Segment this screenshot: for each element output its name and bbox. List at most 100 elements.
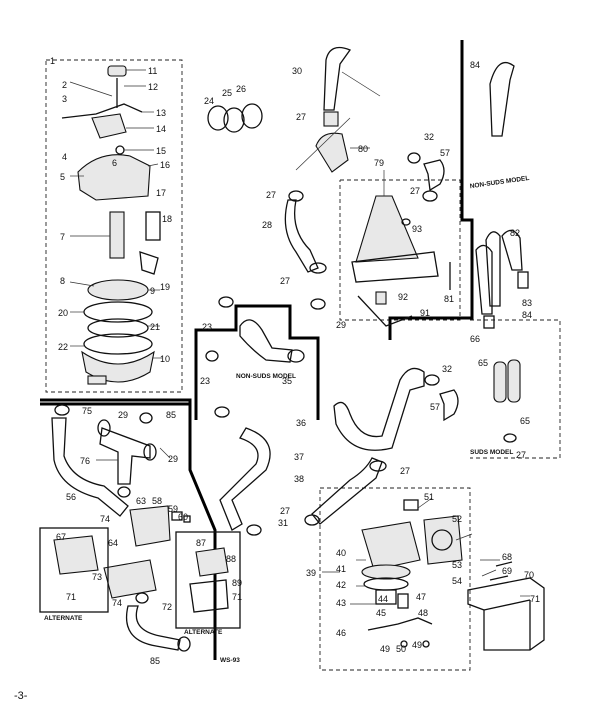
separator-right xyxy=(388,40,474,340)
hose-56 xyxy=(51,417,129,517)
callout-72: 72 xyxy=(162,602,172,612)
separator-middle xyxy=(194,304,320,420)
callout-30: 30 xyxy=(292,66,302,76)
leader-lines xyxy=(69,69,530,605)
callout-36: 36 xyxy=(296,418,306,428)
callout-42: 42 xyxy=(336,580,346,590)
callout-26: 26 xyxy=(236,84,246,94)
bracket-70 xyxy=(467,577,545,651)
elbow-57-upper xyxy=(423,159,445,192)
ring-22 xyxy=(83,333,153,355)
pump-body-40 xyxy=(361,521,421,571)
callout-4: 4 xyxy=(62,152,67,162)
hose-35 xyxy=(239,319,293,363)
hose-38 xyxy=(311,457,383,525)
diagram-code: WS-93 xyxy=(220,657,240,664)
callout-10: 10 xyxy=(160,354,170,364)
callout-74-a: 74 xyxy=(100,514,110,524)
callout-29-c: 29 xyxy=(168,454,178,464)
callout-12: 12 xyxy=(148,82,158,92)
alternate-label-right: ALTERNATE xyxy=(184,629,223,636)
callout-46: 46 xyxy=(336,628,346,638)
callout-76: 76 xyxy=(80,456,90,466)
callout-27-b: 27 xyxy=(266,190,276,200)
callout-19: 19 xyxy=(160,282,170,292)
callout-27-g: 27 xyxy=(516,450,526,460)
callout-48: 48 xyxy=(418,608,428,618)
hose-37 xyxy=(219,427,271,531)
callout-87: 87 xyxy=(196,538,206,548)
impeller-41 xyxy=(361,564,411,580)
page-number: -3- xyxy=(14,690,28,702)
callout-58: 58 xyxy=(152,496,162,506)
callout-6: 6 xyxy=(112,158,117,168)
callout-85-a: 85 xyxy=(166,410,176,420)
callout-82: 82 xyxy=(510,228,520,238)
callout-31: 31 xyxy=(278,518,288,528)
callout-89: 89 xyxy=(232,578,242,588)
callout-27-d: 27 xyxy=(280,276,290,286)
callout-39: 39 xyxy=(306,568,316,578)
callout-3: 3 xyxy=(62,94,67,104)
hose-85-lower xyxy=(126,605,181,651)
callout-71-c: 71 xyxy=(530,594,540,604)
hose-82 xyxy=(485,231,501,307)
pump-outline xyxy=(319,487,471,671)
callout-70: 70 xyxy=(524,570,534,580)
lever-46 xyxy=(367,617,433,631)
bracket-14 xyxy=(91,113,127,139)
callout-11: 11 xyxy=(148,66,157,76)
callout-23-b: 23 xyxy=(200,376,210,386)
non-suds-model-note-top: NON-SUDS MODEL xyxy=(469,175,529,190)
callout-32-a: 32 xyxy=(424,132,434,142)
tub-outlet xyxy=(310,195,451,327)
callout-16: 16 xyxy=(160,160,170,170)
alternate-box-left xyxy=(39,527,109,613)
callout-44: 44 xyxy=(378,594,388,604)
transmission-assembly xyxy=(61,65,161,385)
callout-74-b: 74 xyxy=(112,598,122,608)
callout-24: 24 xyxy=(204,96,214,106)
callout-45: 45 xyxy=(376,608,386,618)
callout-43: 43 xyxy=(336,598,346,608)
callout-7: 7 xyxy=(60,232,65,242)
suds-tank-outline xyxy=(470,319,561,459)
callout-13: 13 xyxy=(156,108,166,118)
hose-36 xyxy=(333,367,425,451)
callout-63: 63 xyxy=(136,496,146,506)
tank-65-right xyxy=(507,359,521,403)
callout-21: 21 xyxy=(150,322,160,332)
callout-65-b: 65 xyxy=(520,416,530,426)
callout-84-b: 84 xyxy=(522,310,532,320)
callout-53: 53 xyxy=(452,560,462,570)
callout-29-b: 29 xyxy=(118,410,128,420)
callout-85-b: 85 xyxy=(150,656,160,666)
elbow-57-lower xyxy=(439,389,459,422)
callout-29-a: 29 xyxy=(336,320,346,330)
callout-66: 66 xyxy=(470,334,480,344)
callout-57-a: 57 xyxy=(440,148,450,158)
callout-27-e: 27 xyxy=(400,466,410,476)
callout-83: 83 xyxy=(522,298,532,308)
callout-23-a: 23 xyxy=(202,322,212,332)
callout-81: 81 xyxy=(444,294,454,304)
callout-40: 40 xyxy=(336,548,346,558)
shaft-7 xyxy=(109,211,125,259)
callout-56: 56 xyxy=(66,492,76,502)
tee-76 xyxy=(99,427,151,485)
hose-30 xyxy=(323,46,352,111)
callout-73: 73 xyxy=(92,572,102,582)
callout-2: 2 xyxy=(62,80,67,90)
callout-69: 69 xyxy=(502,566,512,576)
lever-3 xyxy=(61,103,143,119)
callout-71-a: 71 xyxy=(66,592,76,602)
callout-54: 54 xyxy=(452,576,462,586)
callout-49-b: 49 xyxy=(412,640,422,650)
callout-41: 41 xyxy=(336,564,346,574)
callout-51: 51 xyxy=(424,492,434,502)
callout-27-f: 27 xyxy=(280,506,290,516)
upper-center-hoses xyxy=(207,46,515,274)
valve-73 xyxy=(103,559,157,599)
callout-47: 47 xyxy=(416,592,426,602)
callout-15: 15 xyxy=(156,146,166,156)
